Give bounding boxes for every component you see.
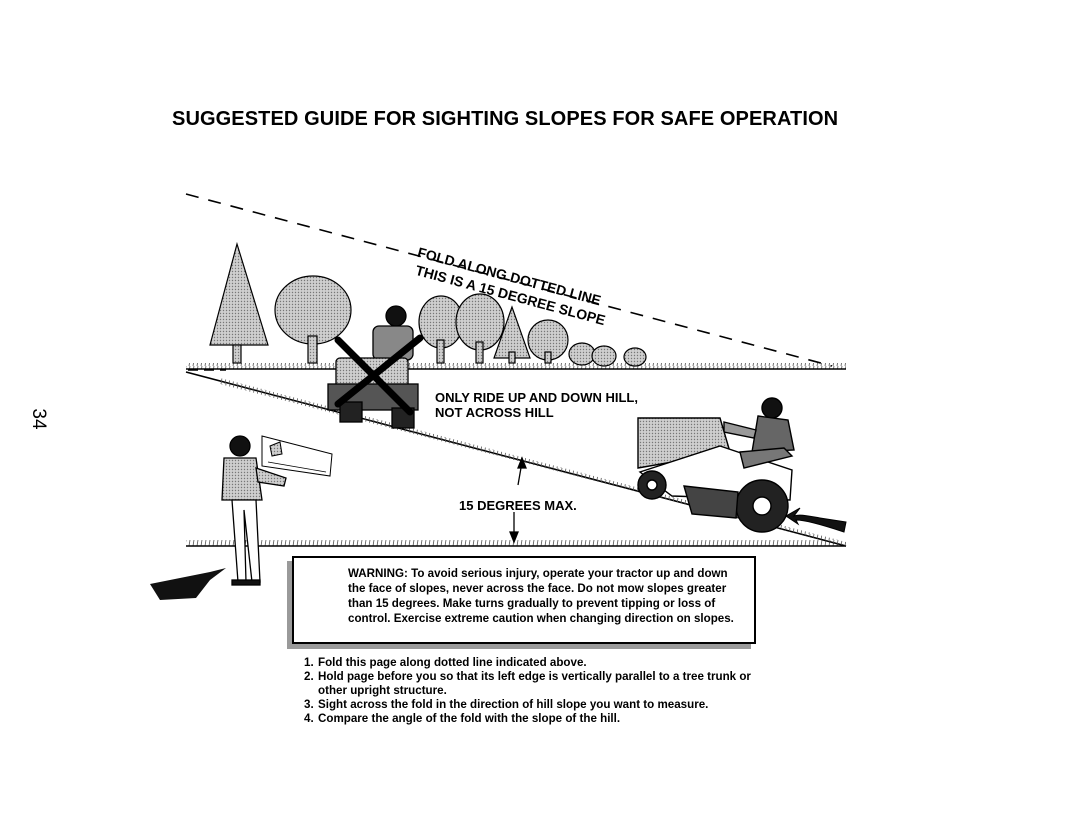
round-tree — [274, 275, 352, 345]
step-number: 4. — [304, 712, 314, 725]
step-number: 3. — [304, 698, 314, 711]
warning-text: WARNING: To avoid serious injury, operat… — [348, 567, 734, 625]
lower-grass — [186, 540, 846, 546]
list-item: 4. Compare the angle of the fold with the… — [304, 712, 774, 726]
curved-arrow-icon — [785, 507, 847, 533]
upper-grass — [186, 363, 846, 369]
pine-tree — [209, 241, 269, 346]
direction-arrow-icon — [150, 568, 226, 600]
step-text: Sight across the fold in the direction o… — [318, 698, 709, 711]
direction-note-line-2: NOT ACROSS HILL — [435, 405, 554, 420]
step-text: Fold this page along dotted line indicat… — [318, 656, 587, 669]
step-text: Compare the angle of the fold with the s… — [318, 712, 621, 725]
tree-row — [209, 241, 647, 367]
list-item: 2. Hold page before you so that its left … — [304, 670, 774, 698]
page-title: SUGGESTED GUIDE FOR SIGHTING SLOPES FOR … — [172, 108, 839, 130]
person-sighting — [221, 435, 287, 586]
step-number: 1. — [304, 656, 314, 669]
tractor-up-down-hill — [637, 397, 795, 533]
held-page — [261, 435, 333, 477]
warning-box: WARNING: To avoid serious injury, operat… — [292, 556, 756, 644]
direction-note-line-1: ONLY RIDE UP AND DOWN HILL, — [435, 390, 638, 405]
prohibited-x-icon — [334, 334, 424, 416]
list-item: 1. Fold this page along dotted line indic… — [304, 656, 774, 670]
direction-note: ONLY RIDE UP AND DOWN HILL, NOT ACROSS H… — [435, 390, 638, 420]
max-angle-label: 15 DEGREES MAX. — [459, 498, 577, 513]
list-item: 3. Sight across the fold in the direction… — [304, 698, 774, 712]
step-number: 2. — [304, 670, 314, 683]
step-text: Hold page before you so that its left ed… — [318, 670, 751, 697]
fold-dotted-line — [185, 193, 833, 367]
instruction-list: 1. Fold this page along dotted line indic… — [304, 656, 774, 726]
angle-indicator — [509, 456, 527, 544]
